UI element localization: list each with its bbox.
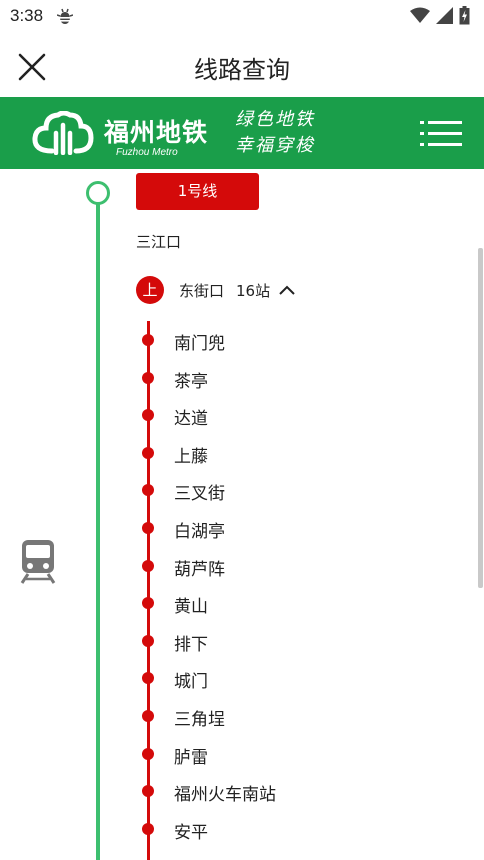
destination-station: 东街口 xyxy=(179,281,225,300)
station-name: 达道 xyxy=(174,409,208,430)
station-item[interactable]: 达道 xyxy=(0,396,484,434)
brand-name: 福州地铁 Fuzhou Metro xyxy=(104,113,208,158)
station-item[interactable]: 安平 xyxy=(0,810,484,848)
direction-badge: 上 xyxy=(136,276,164,304)
status-time: 3:38 xyxy=(10,6,44,25)
station-dot-icon xyxy=(142,709,154,722)
station-dot-icon xyxy=(142,672,154,685)
station-dot-icon xyxy=(142,334,154,346)
title-bar: 线路查询 xyxy=(0,34,484,96)
chevron-up-icon[interactable] xyxy=(278,284,296,296)
station-dot-icon xyxy=(142,484,154,497)
station-dot-icon xyxy=(142,634,154,647)
station-name: 白湖亭 xyxy=(174,521,225,542)
station-item[interactable]: 上藤 xyxy=(0,434,484,472)
page-title: 线路查询 xyxy=(194,56,290,84)
station-item[interactable]: 白湖亭 xyxy=(0,509,484,547)
station-dot-icon xyxy=(142,747,154,760)
station-item[interactable]: 葫芦阵 xyxy=(0,547,484,585)
bug-icon xyxy=(57,8,73,24)
station-name: 城门 xyxy=(174,672,208,693)
start-point-icon xyxy=(86,181,110,205)
station-name: 葫芦阵 xyxy=(174,559,225,580)
menu-icon[interactable] xyxy=(420,119,462,149)
station-name: 胪雷 xyxy=(174,747,208,768)
station-item[interactable]: 城门 xyxy=(0,659,484,697)
station-dot-icon xyxy=(142,409,154,422)
slogan-line-1: 绿色地铁 xyxy=(235,109,315,130)
slogan-line-2: 幸福穿梭 xyxy=(235,135,315,156)
station-dot-icon xyxy=(142,446,154,459)
station-item[interactable]: 胪雷 xyxy=(0,735,484,773)
station-name: 茶亭 xyxy=(174,371,208,392)
status-bar: 3:38 xyxy=(0,0,484,34)
slogan: 绿色地铁 幸福穿梭 xyxy=(235,107,315,159)
station-name: 安平 xyxy=(174,822,208,843)
station-item[interactable]: 黄山 xyxy=(0,584,484,622)
route-content[interactable]: 1号线 三江口 上 东街口 16站 南门兜茶亭达道上藤三叉街白湖亭葫芦阵黄山排下… xyxy=(0,169,484,860)
station-dot-icon xyxy=(142,521,154,534)
station-name: 三角埕 xyxy=(174,709,225,730)
station-dot-icon xyxy=(142,371,154,384)
walk-line xyxy=(96,202,100,860)
station-item[interactable]: 排下 xyxy=(0,622,484,660)
brand-name-cn: 福州地铁 xyxy=(104,118,209,147)
metro-logo-icon xyxy=(32,111,94,155)
scrollbar[interactable] xyxy=(478,248,483,588)
station-count: 16站 xyxy=(236,281,271,300)
metro-banner: 福州地铁 Fuzhou Metro 绿色地铁 幸福穿梭 xyxy=(0,97,484,169)
metro-line xyxy=(147,321,150,860)
train-icon xyxy=(20,540,56,584)
station-dot-icon xyxy=(142,822,154,835)
signal-icon xyxy=(436,7,453,24)
origin-station: 三江口 xyxy=(136,233,182,251)
station-list: 南门兜茶亭达道上藤三叉街白湖亭葫芦阵黄山排下城门三角埕胪雷福州火车南站安平 xyxy=(0,321,484,847)
station-dot-icon xyxy=(142,559,154,572)
station-item[interactable]: 三叉街 xyxy=(0,471,484,509)
station-item[interactable]: 南门兜 xyxy=(0,321,484,359)
station-dot-icon xyxy=(142,785,154,798)
battery-icon xyxy=(459,6,470,25)
station-name: 黄山 xyxy=(174,597,208,618)
station-name: 排下 xyxy=(174,634,208,655)
wifi-icon xyxy=(410,7,430,23)
station-name: 三叉街 xyxy=(174,484,225,505)
direction-toggle[interactable]: 上 东街口 16站 xyxy=(136,276,296,304)
station-item[interactable]: 三角埕 xyxy=(0,697,484,735)
station-name: 南门兜 xyxy=(174,334,225,354)
line-badge[interactable]: 1号线 xyxy=(136,173,259,210)
station-item[interactable]: 福州火车南站 xyxy=(0,772,484,810)
brand-name-en: Fuzhou Metro xyxy=(116,147,178,158)
station-name: 福州火车南站 xyxy=(174,785,276,806)
station-dot-icon xyxy=(142,597,154,610)
station-name: 上藤 xyxy=(174,446,208,467)
station-item[interactable]: 茶亭 xyxy=(0,359,484,397)
close-icon[interactable] xyxy=(14,49,50,85)
